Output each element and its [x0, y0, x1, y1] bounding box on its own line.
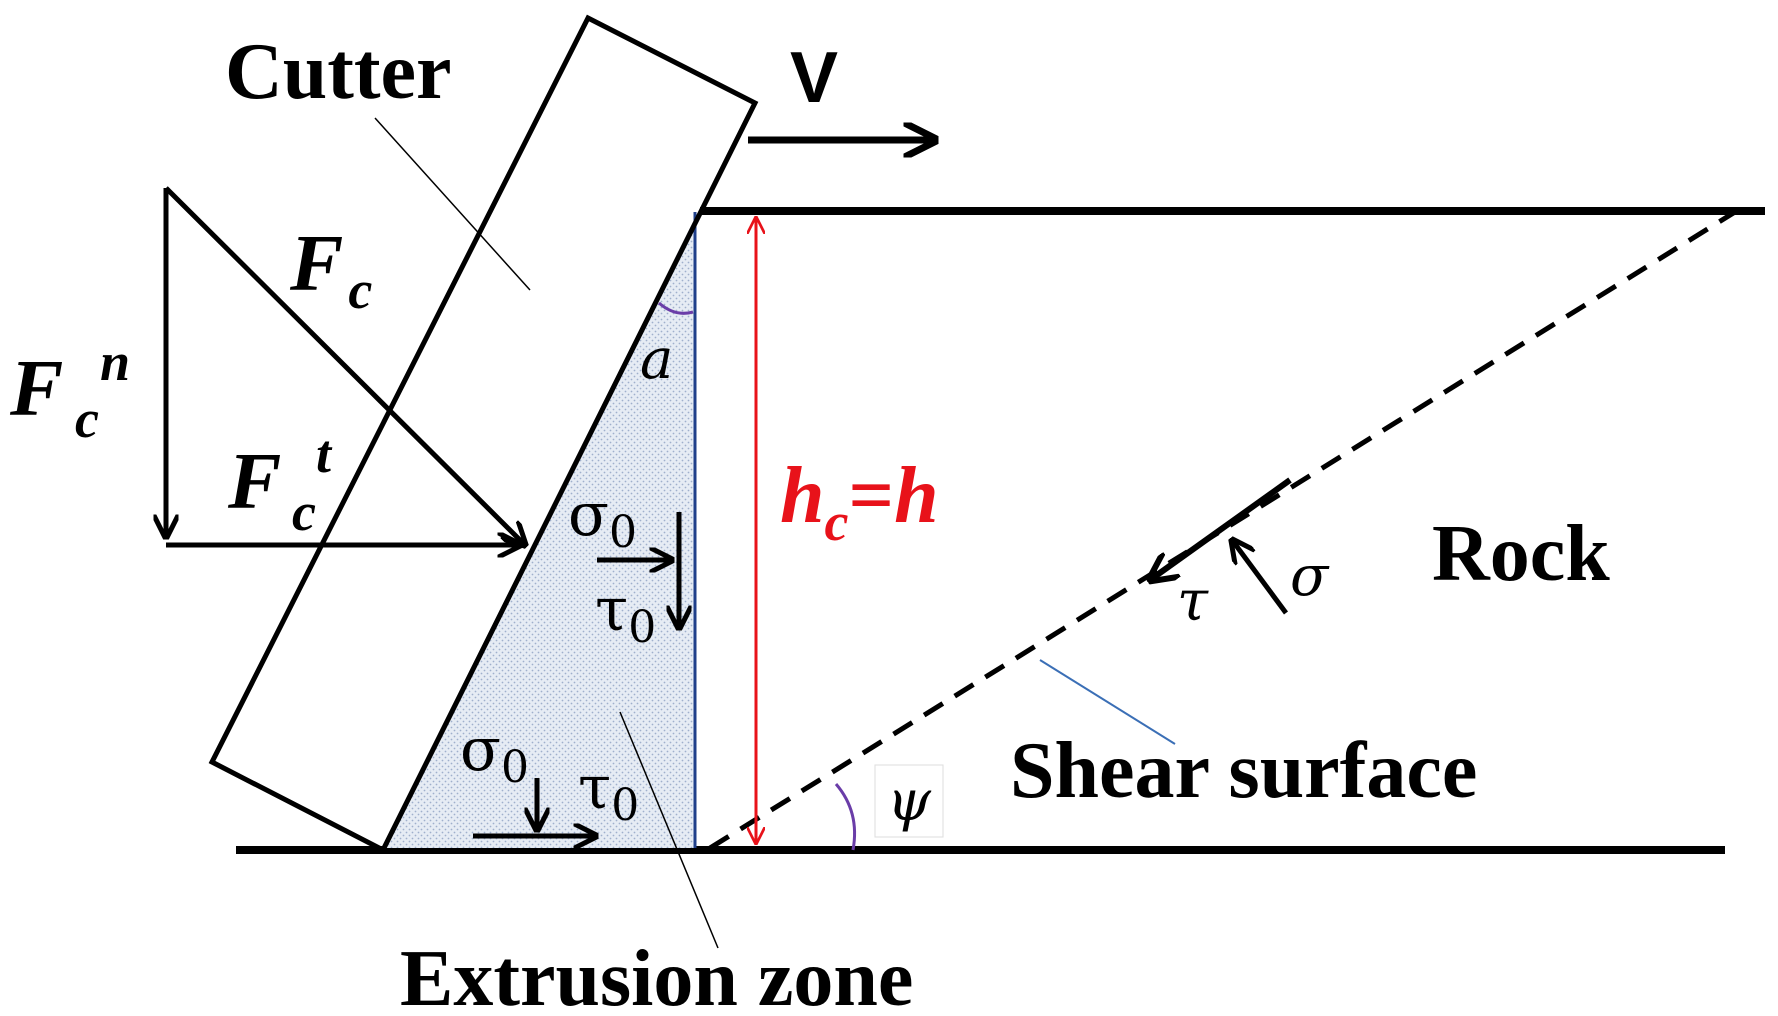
fcn-label: F	[9, 345, 63, 433]
psi-label-box	[874, 764, 944, 838]
psi-label: ψ	[887, 769, 932, 834]
psi-angle-arc	[834, 783, 857, 851]
shear-tau-arrow	[1150, 477, 1292, 580]
depth-label: hc=h	[780, 452, 939, 552]
shear-surface-label: Shear surface	[1010, 727, 1477, 815]
cutter-body	[208, 14, 759, 854]
fcn-sub: c	[75, 389, 99, 449]
force-fc-arrow	[164, 186, 525, 545]
rock-label: Rock	[1432, 510, 1610, 598]
cutter-label: Cutter	[225, 28, 452, 116]
cutter-leader-line	[374, 117, 531, 291]
shear-sigma-label: σ	[1290, 544, 1330, 609]
fct-label: F	[227, 438, 281, 526]
fct-sup: t	[316, 424, 333, 484]
fct-sub: c	[292, 482, 316, 542]
lower-tau0-label: τ0	[578, 753, 639, 831]
shear-sigma-arrow	[1232, 540, 1289, 615]
extrusion-zone-label: Extrusion zone	[400, 935, 913, 1016]
shear-surface-leader	[1039, 659, 1176, 745]
upper-tau0-label: τ0	[595, 575, 656, 653]
shear-tau-label: τ	[1177, 569, 1209, 634]
upper-sigma0-label: σ0	[568, 480, 637, 558]
shear-surface-line	[708, 209, 1737, 851]
fc-label: Fc	[289, 220, 372, 320]
extrusion-zone-leader	[619, 711, 719, 949]
alpha-label: a	[640, 327, 673, 392]
fcn-sup: n	[100, 332, 130, 392]
alpha-angle-arc	[658, 301, 694, 315]
lower-sigma0-label: σ0	[460, 715, 529, 793]
velocity-label: V	[790, 38, 838, 118]
